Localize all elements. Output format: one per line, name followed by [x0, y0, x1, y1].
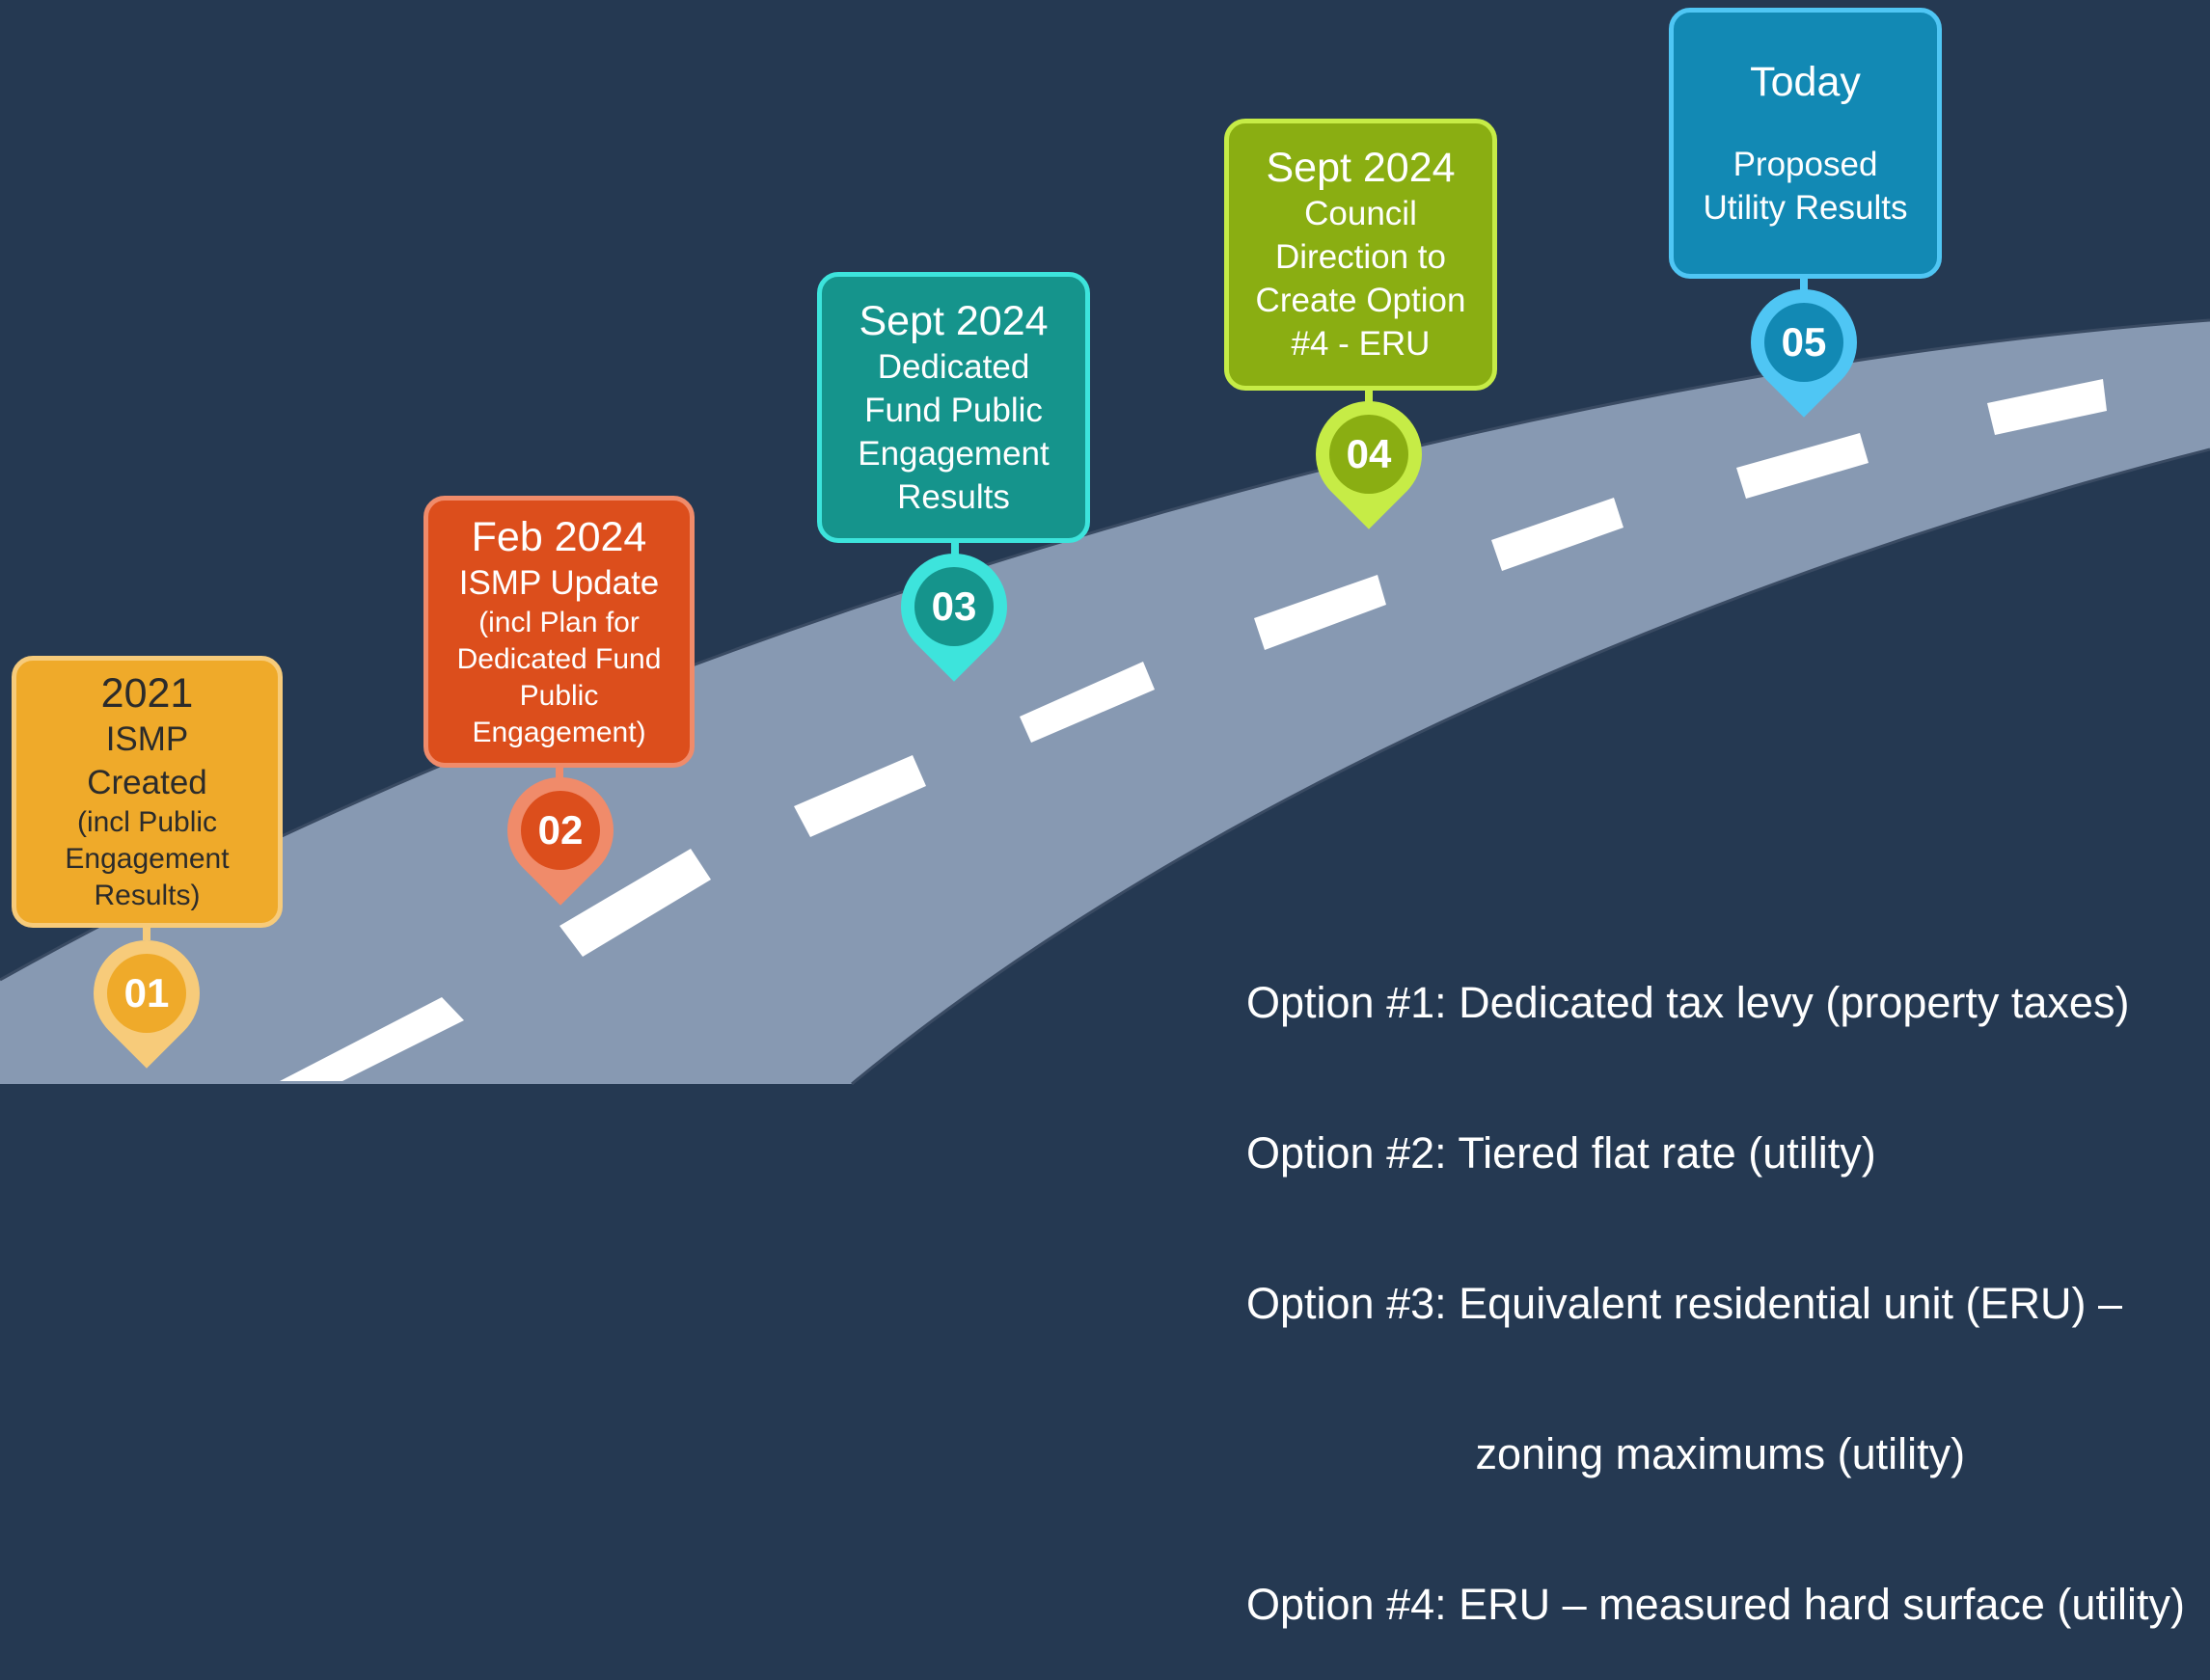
option-line: Option #3: Equivalent residential unit (… — [1246, 1279, 2122, 1328]
milestone-pin-05: 05 — [1729, 267, 1879, 418]
milestone-pin-01: 01 — [71, 918, 222, 1069]
milestone-detail: (incl Plan for Dedicated Fund Public Eng… — [456, 606, 662, 748]
pin-number: 05 — [1764, 303, 1843, 382]
option-line: Option #1: Dedicated tax levy (property … — [1246, 978, 2130, 1027]
milestone-date: Today — [1750, 58, 1861, 105]
option-line: Option #4: ERU – measured hard surface (… — [1246, 1580, 2185, 1629]
milestone-card-03: Sept 2024 Dedicated Fund Public Engageme… — [817, 272, 1090, 543]
pin-stem — [1800, 272, 1808, 293]
option-line: zoning maximums (utility) — [1246, 1429, 1966, 1478]
milestone-card-01: 2021 ISMP Created (incl Public Engagemen… — [12, 656, 283, 928]
lane-dashes — [280, 379, 2107, 1081]
milestone-card-04: Sept 2024 Council Direction to Create Op… — [1224, 119, 1497, 391]
pin-number: 04 — [1329, 415, 1408, 494]
options-list: Option #1: Dedicated tax levy (property … — [1246, 878, 2185, 1680]
milestone-pin-02: 02 — [485, 755, 636, 906]
milestone-date: Sept 2024 — [859, 297, 1049, 344]
pin-stem — [143, 921, 150, 940]
milestone-card-05: Today Proposed Utility Results — [1669, 8, 1942, 279]
pin-stem — [951, 536, 959, 557]
lane-dash — [1491, 498, 1623, 571]
road-edge — [851, 447, 2210, 1086]
milestone-date: Sept 2024 — [1266, 145, 1456, 191]
lane-dash — [559, 849, 711, 957]
pin-stem — [556, 762, 563, 781]
milestone-date: 2021 — [100, 670, 194, 717]
milestone-title: Council Direction to Create Option #4 - … — [1255, 195, 1466, 363]
milestone-pin-03: 03 — [879, 531, 1029, 682]
milestone-title: Proposed Utility Results — [1703, 145, 1908, 227]
milestone-title: ISMP Created — [87, 720, 207, 801]
milestone-pin-04: 04 — [1294, 379, 1444, 529]
pin-number: 03 — [914, 567, 994, 646]
milestone-card-02: Feb 2024 ISMP Update (incl Plan for Dedi… — [423, 496, 695, 768]
lane-dash — [794, 755, 926, 837]
lane-dash — [1020, 662, 1155, 743]
option-line: Option #2: Tiered flat rate (utility) — [1246, 1128, 1876, 1178]
pin-number: 02 — [521, 791, 600, 870]
milestone-detail: (incl Public Engagement Results) — [65, 806, 230, 911]
milestone-title: Dedicated Fund Public Engagement Results — [858, 347, 1050, 516]
lane-dash — [280, 997, 464, 1081]
lane-dash — [1254, 575, 1386, 650]
milestone-title: ISMP Update — [458, 563, 660, 602]
lane-dash — [1987, 379, 2107, 435]
pin-number: 01 — [107, 954, 186, 1033]
lane-dash — [1736, 433, 1869, 499]
pin-stem — [1365, 384, 1373, 405]
milestone-date: Feb 2024 — [471, 513, 647, 560]
